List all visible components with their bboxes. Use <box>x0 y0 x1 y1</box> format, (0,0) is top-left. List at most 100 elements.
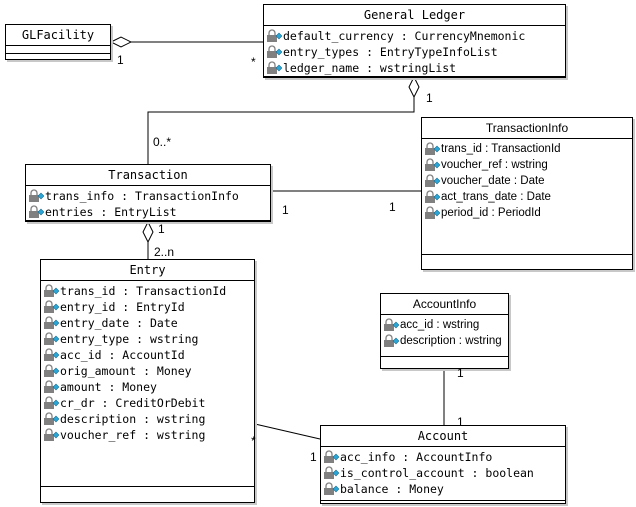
attribute-label: ledger_name : wstringList <box>283 61 457 75</box>
attribute-row[interactable]: act_trans_date : Date <box>424 189 632 205</box>
multiplicity-transaction-agg-end: 1 <box>158 222 165 236</box>
attributes-compartment: trans_id : TransactionId voucher_ref : ws… <box>422 139 632 255</box>
protected-attribute-icon <box>384 334 399 347</box>
attribute-row[interactable]: ledger_name : wstringList <box>266 60 565 76</box>
class-name: Transaction <box>26 165 270 186</box>
protected-attribute-icon <box>44 332 59 345</box>
multiplicity-glfacility-end: 1 <box>117 53 124 67</box>
protected-attribute-icon <box>425 142 440 155</box>
assoc-entry-account-line <box>254 423 321 440</box>
multiplicity-entry-account-a: * <box>251 434 256 448</box>
protected-attribute-icon <box>267 61 282 74</box>
class-account-info[interactable]: AccountInfo acc_id : wstring description … <box>380 293 509 369</box>
attribute-row[interactable]: entry_date : Date <box>43 315 254 331</box>
attribute-label: default_currency : CurrencyMnemonic <box>283 29 526 43</box>
multiplicity-accountinfo-end: 1 <box>457 366 464 380</box>
class-name: AccountInfo <box>381 294 508 315</box>
attribute-row[interactable]: entries : EntryList <box>28 204 270 220</box>
multiplicity-ledger-end: * <box>251 55 256 69</box>
attribute-row[interactable]: trans_id : TransactionId <box>43 283 254 299</box>
class-name: Entry <box>41 260 254 281</box>
attribute-label: balance : Money <box>340 482 444 496</box>
multiplicity-transaction-info-a: 1 <box>282 203 289 217</box>
attribute-row[interactable]: voucher_ref : wstring <box>43 427 254 443</box>
attribute-row[interactable]: acc_info : AccountInfo <box>323 449 565 465</box>
attribute-label: acc_id : AccountId <box>60 348 185 362</box>
attribute-row[interactable]: entry_type : wstring <box>43 331 254 347</box>
attribute-label: orig_amount : Money <box>60 364 192 378</box>
attribute-label: act_trans_date : Date <box>441 191 551 203</box>
protected-attribute-icon <box>425 158 440 171</box>
protected-attribute-icon <box>44 412 59 425</box>
attribute-label: trans_info : TransactionInfo <box>45 189 239 203</box>
class-name: TransactionInfo <box>422 118 632 139</box>
multiplicity-entry-end: 2..n <box>154 245 175 259</box>
attribute-row[interactable]: orig_amount : Money <box>43 363 254 379</box>
attribute-row[interactable]: default_currency : CurrencyMnemonic <box>266 28 565 44</box>
class-general-ledger[interactable]: General Ledger default_currency : Curren… <box>263 4 566 78</box>
attribute-row[interactable]: trans_id : TransactionId <box>424 141 632 157</box>
protected-attribute-icon <box>384 318 399 331</box>
multiplicity-transaction-info-b: 1 <box>389 200 396 214</box>
protected-attribute-icon <box>44 428 59 441</box>
class-transaction-info[interactable]: TransactionInfo trans_id : TransactionId… <box>421 117 633 270</box>
attribute-label: voucher_ref : wstring <box>441 159 548 171</box>
attributes-compartment <box>6 46 110 54</box>
attributes-compartment: acc_id : wstring description : wstring <box>381 315 508 357</box>
protected-attribute-icon <box>267 45 282 58</box>
protected-attribute-icon <box>267 29 282 42</box>
attribute-row[interactable]: description : wstring <box>383 333 508 349</box>
multiplicity-entry-account-b: 1 <box>310 450 317 464</box>
attribute-label: amount : Money <box>60 380 157 394</box>
attribute-label: description : wstring <box>60 412 206 426</box>
protected-attribute-icon <box>44 300 59 313</box>
attribute-row[interactable]: acc_id : wstring <box>383 317 508 333</box>
attribute-row[interactable]: trans_info : TransactionInfo <box>28 188 270 204</box>
protected-attribute-icon <box>44 364 59 377</box>
attribute-label: entry_types : EntryTypeInfoList <box>283 45 498 59</box>
attribute-label: is_control_account : boolean <box>340 466 534 480</box>
attribute-label: cr_dr : CreditOrDebit <box>60 396 206 410</box>
protected-attribute-icon <box>29 189 44 202</box>
class-name: General Ledger <box>264 5 565 26</box>
attribute-row[interactable]: entry_types : EntryTypeInfoList <box>266 44 565 60</box>
multiplicity-transaction-end: 0..* <box>153 135 172 149</box>
aggregation-diamond-glfacility <box>109 36 133 48</box>
class-transaction[interactable]: Transaction trans_info : TransactionInfo… <box>25 164 271 222</box>
protected-attribute-icon <box>29 205 44 218</box>
protected-attribute-icon <box>44 396 59 409</box>
attributes-compartment: default_currency : CurrencyMnemonic entry… <box>264 26 565 77</box>
attribute-label: period_id : PeriodId <box>441 207 541 219</box>
protected-attribute-icon <box>44 284 59 297</box>
attribute-row[interactable]: acc_id : AccountId <box>43 347 254 363</box>
class-glfacility[interactable]: GLFacility <box>5 24 111 60</box>
protected-attribute-icon <box>44 348 59 361</box>
attribute-row[interactable]: voucher_ref : wstring <box>424 157 632 173</box>
attribute-row[interactable]: description : wstring <box>43 411 254 427</box>
attribute-label: acc_id : wstring <box>400 319 480 331</box>
attribute-row[interactable]: period_id : PeriodId <box>424 205 632 221</box>
multiplicity-account-end: 1 <box>457 415 464 429</box>
attribute-row[interactable]: voucher_date : Date <box>424 173 632 189</box>
attribute-label: voucher_date : Date <box>441 175 545 187</box>
attribute-label: entries : EntryList <box>45 205 177 219</box>
attribute-row[interactable]: entry_id : EntryId <box>43 299 254 315</box>
class-name: GLFacility <box>6 25 110 46</box>
protected-attribute-icon <box>425 206 440 219</box>
attribute-row[interactable]: is_control_account : boolean <box>323 465 565 481</box>
attribute-row[interactable]: balance : Money <box>323 481 565 497</box>
protected-attribute-icon <box>425 190 440 203</box>
attribute-label: description : wstring <box>400 335 502 347</box>
aggregation-diamond-ledger <box>408 75 420 99</box>
assoc-ledger-transaction-line <box>147 97 415 164</box>
attribute-label: trans_id : TransactionId <box>441 143 561 155</box>
attributes-compartment: trans_info : TransactionInfo entries : En… <box>26 186 270 221</box>
attribute-row[interactable]: cr_dr : CreditOrDebit <box>43 395 254 411</box>
attribute-row[interactable]: amount : Money <box>43 379 254 395</box>
attribute-label: trans_id : TransactionId <box>60 284 227 298</box>
aggregation-diamond-transaction <box>142 220 154 244</box>
